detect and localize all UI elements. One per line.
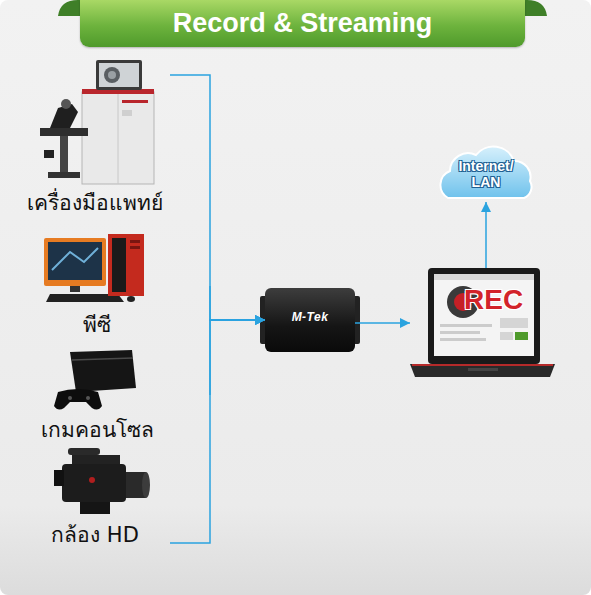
pc-illustration <box>44 234 144 302</box>
pc-illustration-part <box>48 242 102 280</box>
laptop-illustration-part <box>434 274 534 356</box>
medical-device-illustration-part <box>122 100 148 103</box>
laptop-illustration-part <box>440 338 486 341</box>
medical-device-illustration-part <box>48 172 80 178</box>
device-box: เครื่องมือแพทย์ <box>20 58 170 218</box>
laptop-illustration-part <box>440 324 492 327</box>
node-label: เกมคอนโซล <box>41 417 154 443</box>
pc-illustration-part <box>130 246 140 249</box>
diagram-title: Record & Streaming <box>173 8 433 39</box>
pc-illustration-part <box>127 296 135 302</box>
game-console-illustration-part <box>70 350 136 392</box>
laptop-illustration-part <box>440 331 480 334</box>
medical-device-illustration-part <box>99 63 139 87</box>
hd-camera-illustration-part <box>62 464 126 502</box>
hd-camera-illustration-part <box>80 502 110 514</box>
game-console-illustration-part <box>68 396 72 400</box>
connector-arrow <box>485 202 487 268</box>
game-console-illustration-part <box>86 396 90 400</box>
medical-device-illustration-part <box>122 110 132 116</box>
device-box: พีซี <box>40 232 210 340</box>
medical-device-illustration-part <box>40 128 88 136</box>
game-console-illustration <box>54 350 136 410</box>
laptop-illustration-part <box>434 274 534 280</box>
title-band: Record & Streaming <box>80 0 525 47</box>
game-console-illustration-part <box>72 358 133 360</box>
medical-device-illustration-part <box>60 136 68 172</box>
hd-camera-illustration-part <box>72 455 120 464</box>
laptop-illustration-part <box>500 332 513 340</box>
hd-camera-illustration-part <box>142 472 150 498</box>
pc-illustration-part <box>108 234 144 296</box>
laptop-illustration-part <box>468 368 498 371</box>
laptop-illustration-part <box>428 268 540 364</box>
node-label: M-Tek <box>292 310 329 324</box>
medical-device-illustration-part <box>104 67 120 83</box>
pc-illustration-part <box>130 240 140 243</box>
pc-illustration-part <box>52 248 98 270</box>
hd-camera-illustration-part <box>68 448 100 455</box>
medical-device-illustration-part <box>96 60 142 90</box>
hd-camera-illustration-part <box>54 470 64 486</box>
node-label: เครื่องมือแพทย์ <box>27 190 163 216</box>
medical-device-illustration-part <box>44 150 54 158</box>
laptop-illustration-part <box>412 364 553 366</box>
node-label: พีซี <box>83 312 111 338</box>
connector-arrow <box>355 322 410 324</box>
medical-device-illustration-part <box>82 92 154 184</box>
pc-illustration-part <box>70 286 80 292</box>
connector-arrow <box>170 75 265 320</box>
capture-device-box: M-Tek <box>265 288 355 352</box>
node-label: Internet/ LAN <box>449 158 523 190</box>
connector-arrow <box>210 320 265 395</box>
medical-device-illustration <box>40 60 154 184</box>
medical-device-illustration-part <box>118 94 119 184</box>
node-label: REC <box>464 285 523 315</box>
laptop-illustration-part <box>500 318 528 328</box>
cloud-outline <box>440 147 531 198</box>
laptop-illustration-part <box>515 332 528 340</box>
hd-camera-illustration <box>54 448 150 514</box>
pc-illustration-part <box>112 238 126 292</box>
medical-device-illustration-part <box>61 99 71 109</box>
laptop-illustration-part <box>410 364 555 377</box>
game-console-illustration-part <box>54 389 102 410</box>
hd-camera-illustration-part <box>89 477 95 483</box>
device-box: เกมคอนโซล <box>40 345 210 445</box>
node-label: กล้อง HD <box>51 522 139 548</box>
connector-arrow <box>210 286 265 320</box>
pc-illustration-part <box>44 238 106 286</box>
device-box: กล้อง HD <box>20 448 170 550</box>
laptop-illustration <box>410 268 555 377</box>
laptop-box: REC <box>410 268 555 378</box>
connector-arrow <box>170 320 265 543</box>
cloud-node: Internet/ LAN <box>430 140 542 202</box>
medical-device-illustration-part <box>108 71 116 79</box>
